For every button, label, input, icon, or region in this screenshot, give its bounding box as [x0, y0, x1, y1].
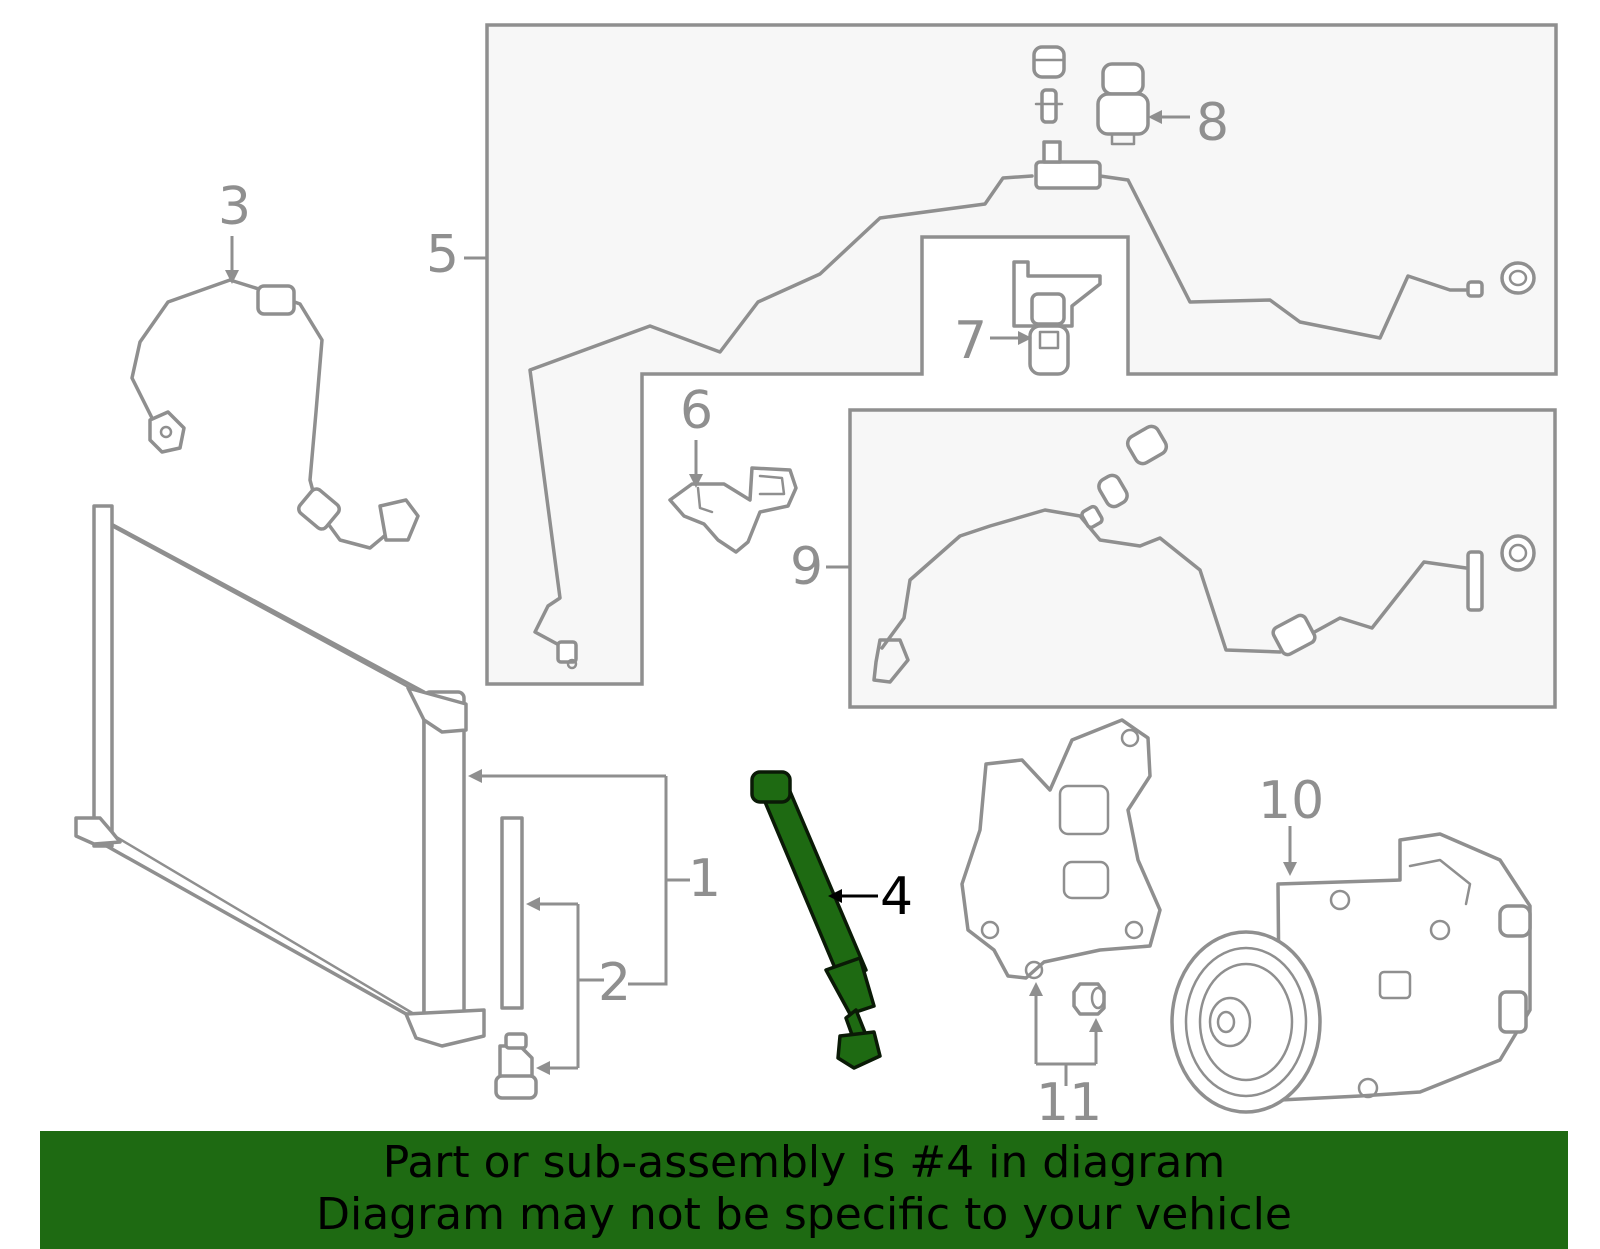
callout-label-10: 10	[1258, 771, 1324, 831]
callout-label-7: 7	[954, 311, 987, 371]
info-banner: Part or sub-assembly is #4 in diagram Di…	[40, 1131, 1568, 1249]
part-6-bracket	[668, 466, 798, 554]
callout-label-1: 1	[688, 849, 721, 909]
part-10-compressor	[1170, 832, 1532, 1114]
part-5-liquid-line	[528, 140, 1536, 670]
banner-disclaimer: Diagram may not be specific to your vehi…	[316, 1189, 1292, 1240]
banner-part-notice: Part or sub-assembly is #4 in diagram	[382, 1137, 1226, 1188]
callout-lines	[225, 110, 1297, 1086]
callout-label-11: 11	[1036, 1073, 1102, 1133]
part-5-valve-cap	[1032, 45, 1066, 124]
callout-label-2: 2	[598, 953, 631, 1013]
part-9-suction-line	[872, 424, 1536, 684]
callout-label-4: 4	[880, 867, 913, 927]
callout-label-6: 6	[680, 381, 713, 441]
callout-label-9: 9	[790, 537, 823, 597]
part-8-pressure-switch	[1096, 62, 1150, 146]
part-1-condenser	[74, 504, 486, 1048]
part-3-discharge-hose	[130, 278, 420, 550]
part-11-compressor-bracket	[960, 718, 1162, 1016]
part-5-group-box	[485, 23, 1558, 686]
part-9-group-box	[848, 408, 1557, 709]
part-2-desiccant	[494, 816, 538, 1100]
callout-label-8: 8	[1196, 93, 1229, 153]
callout-label-3: 3	[218, 177, 251, 237]
part-7-sensor	[1012, 260, 1102, 376]
part-4-receiver-dryer	[750, 770, 882, 1070]
callout-label-5: 5	[426, 225, 459, 285]
